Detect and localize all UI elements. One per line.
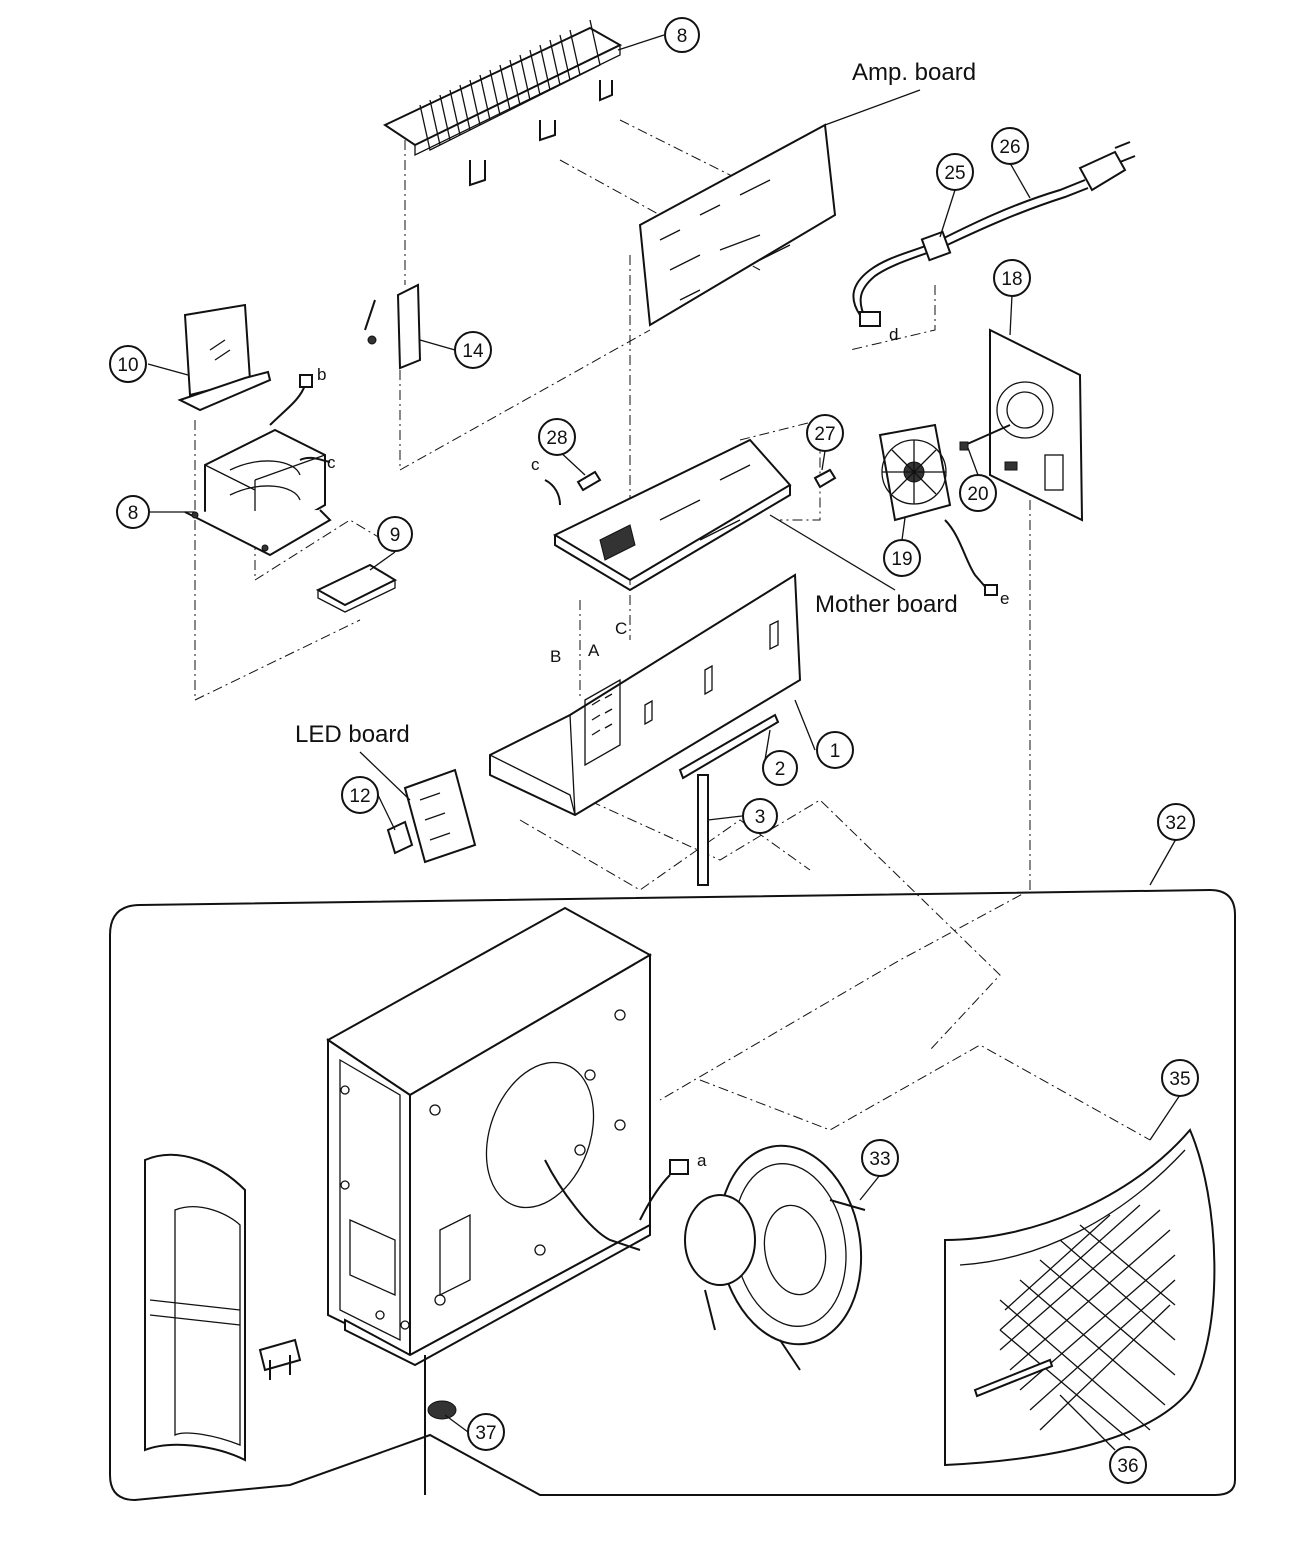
chassis bbox=[489, 573, 802, 817]
svg-text:32: 32 bbox=[1165, 813, 1186, 834]
rail-3 bbox=[697, 774, 709, 886]
connector-c-label-mother: c bbox=[531, 455, 540, 474]
mother-board-label: Mother board bbox=[815, 591, 958, 618]
power-cord bbox=[852, 141, 1136, 327]
callout-14: 14 bbox=[454, 331, 492, 369]
callout-25: 25 bbox=[936, 153, 974, 191]
callout-10: 10 bbox=[109, 345, 147, 383]
spacer-28 bbox=[576, 470, 602, 492]
callout-12: 12 bbox=[341, 776, 379, 814]
callout-26: 26 bbox=[991, 127, 1029, 165]
transformer bbox=[184, 374, 332, 557]
svg-text:8: 8 bbox=[677, 26, 688, 47]
bracket-14 bbox=[364, 283, 422, 370]
spacer-27 bbox=[813, 468, 837, 489]
connector-b-label: b bbox=[317, 365, 326, 384]
speaker-cabinet bbox=[326, 906, 689, 1367]
connector-a-label: a bbox=[697, 1151, 707, 1170]
svg-text:14: 14 bbox=[462, 341, 484, 362]
svg-text:37: 37 bbox=[475, 1423, 496, 1444]
svg-text:18: 18 bbox=[1001, 269, 1022, 290]
woofer-speaker bbox=[684, 1144, 866, 1371]
amp-board bbox=[638, 123, 837, 327]
callout-19: 19 bbox=[883, 539, 921, 577]
callout-35: 35 bbox=[1161, 1059, 1199, 1097]
svg-text:9: 9 bbox=[390, 525, 401, 546]
svg-text:33: 33 bbox=[869, 1149, 890, 1170]
svg-text:35: 35 bbox=[1169, 1069, 1190, 1090]
svg-text:8: 8 bbox=[128, 503, 139, 524]
fan-screw bbox=[959, 424, 1011, 451]
svg-text:28: 28 bbox=[546, 428, 567, 449]
rubber-foot bbox=[424, 1355, 457, 1495]
connector-c-label-transformer: c bbox=[327, 453, 336, 472]
svg-text:36: 36 bbox=[1117, 1456, 1138, 1477]
svg-text:1: 1 bbox=[830, 741, 841, 762]
cooling-fan bbox=[878, 423, 998, 596]
grille-panel bbox=[944, 1128, 1216, 1467]
svg-text:19: 19 bbox=[891, 549, 912, 570]
insulation-pad bbox=[315, 563, 398, 613]
svg-text:27: 27 bbox=[814, 424, 835, 445]
connector-e-label: e bbox=[1000, 589, 1009, 608]
callout-28: 28 bbox=[538, 418, 576, 456]
part-callouts: 8 10 8 9 14 28 27 25 26 18 20 19 1 2 3 1… bbox=[109, 17, 1199, 1484]
point-A-label: A bbox=[588, 641, 600, 660]
callout-1: 1 bbox=[816, 731, 854, 769]
callout-8: 8 bbox=[116, 495, 150, 529]
connector-c bbox=[544, 479, 561, 506]
callout-2: 2 bbox=[762, 750, 798, 786]
text-labels: Amp. board Mother board LED board A B C … bbox=[295, 59, 1009, 1170]
svg-text:25: 25 bbox=[944, 163, 965, 184]
mother-board bbox=[552, 438, 792, 592]
amp-board-label: Amp. board bbox=[852, 59, 976, 86]
svg-text:2: 2 bbox=[775, 759, 786, 780]
callout-37: 37 bbox=[467, 1413, 505, 1451]
front-panel bbox=[144, 1153, 302, 1462]
connector-d-label: d bbox=[889, 325, 898, 344]
callout-4: 8 bbox=[664, 17, 700, 53]
svg-text:26: 26 bbox=[999, 137, 1020, 158]
callout-32: 32 bbox=[1157, 803, 1195, 841]
svg-text:12: 12 bbox=[349, 786, 370, 807]
svg-text:20: 20 bbox=[967, 484, 988, 505]
svg-text:3: 3 bbox=[755, 807, 766, 828]
bracket bbox=[177, 303, 272, 412]
svg-text:10: 10 bbox=[117, 355, 138, 376]
callout-3: 3 bbox=[742, 798, 778, 834]
callout-9: 9 bbox=[377, 516, 413, 552]
callout-leaders bbox=[147, 34, 1181, 1451]
callout-20: 20 bbox=[959, 474, 997, 512]
callout-33: 33 bbox=[861, 1139, 899, 1177]
callout-18: 18 bbox=[993, 259, 1031, 297]
point-C-label: C bbox=[615, 619, 627, 638]
back-panel bbox=[989, 328, 1084, 522]
rail-2 bbox=[678, 713, 780, 780]
callout-27: 27 bbox=[806, 414, 844, 452]
led-board-label: LED board bbox=[295, 721, 410, 748]
cabinet-group-outline bbox=[109, 888, 1236, 1502]
callout-36: 36 bbox=[1109, 1446, 1147, 1484]
heatsink bbox=[382, 19, 623, 187]
led-board bbox=[386, 768, 477, 864]
point-B-label: B bbox=[550, 647, 561, 666]
